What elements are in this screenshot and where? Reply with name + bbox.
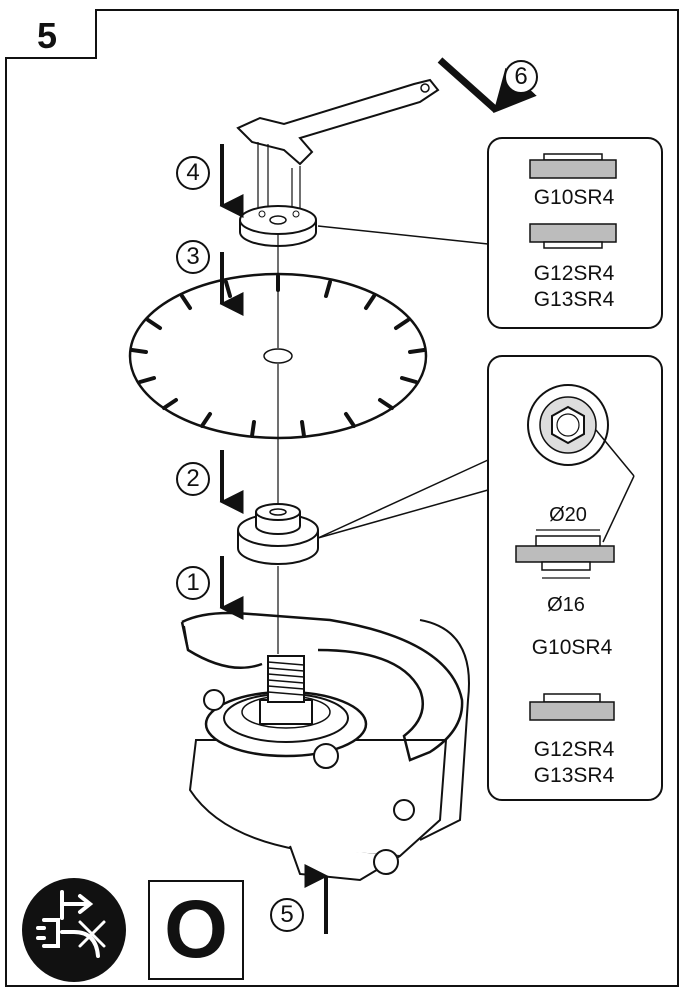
callout-2: 2 [176,462,210,496]
callout-3: 3 [176,240,210,274]
inner-flange-profile-a [515,529,615,579]
inner-flange-top-view [527,384,609,466]
bottom-inset-model-a: G10SR4 [531,636,613,659]
step-number: 5 [37,15,58,56]
bottom-inset-model-b2: G13SR4 [533,764,615,787]
inner-flange-profile-b [529,693,615,721]
callout-5: 5 [270,898,304,932]
lock-wrench [236,78,440,166]
top-inset-model-b1: G12SR4 [533,262,615,285]
callout-4: 4 [176,156,210,190]
grinder-body [188,619,470,882]
diamond-wheel [128,272,428,440]
unplug-icon [22,878,126,982]
outer-flange-profile-a [529,153,617,179]
arrow-diag-6 [437,57,537,114]
top-inset-model-a: G10SR4 [533,186,615,209]
callout-6: 6 [504,60,538,94]
dimension-inner: Ø16 [547,594,585,616]
bottom-inset-model-b1: G12SR4 [533,738,615,761]
callout-1: 1 [176,566,210,600]
dimension-outer: Ø20 [549,504,587,526]
switch-off-mark: O [148,880,244,980]
top-inset-model-b2: G13SR4 [533,288,615,311]
wheel-guard [180,611,464,762]
inner-flange [237,503,319,565]
outer-flange-profile-b [529,223,617,249]
outer-flange [239,205,317,247]
outer-frame [5,9,679,987]
